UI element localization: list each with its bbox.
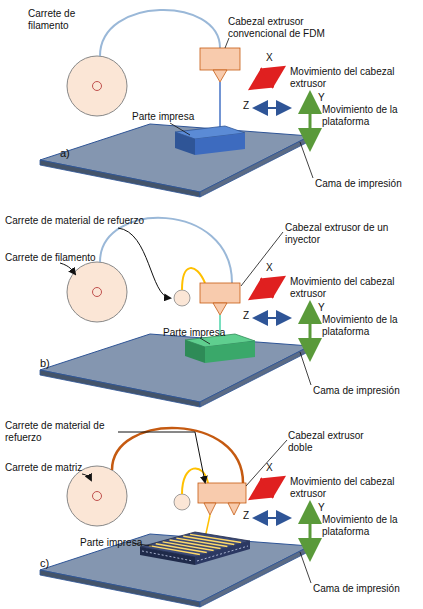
panel-a-part [300,142,313,178]
panel-a-part [219,82,221,131]
panel-a-part [213,70,227,82]
fiber-stripe [190,534,241,542]
composite-part-part [197,546,248,561]
panel-b [40,218,311,407]
callout-label: Movimiento de la plataforma [322,514,418,537]
panel-c-part [174,494,190,510]
callout-label: a) [60,147,70,160]
callout-label: Movimiento del cabezal extrusor [290,66,415,89]
panel-a-part [40,124,310,197]
composite-part [140,532,250,565]
callout-label: Carrete de material de refuerzo [5,420,135,443]
panel-a-part [175,132,195,155]
callout-label: Y [318,502,325,514]
panel-b-part [60,263,75,274]
callout-label: Z [243,510,249,522]
callout-label: Cabezal extrusor doble [288,430,368,453]
callout-label: Cabezal extrusor convencional de FDM [228,16,338,39]
panel-b-part-part [40,334,310,407]
panel-b-part [205,341,255,363]
callout-label: Parte impresa [80,537,142,549]
panel-c-part [246,440,287,486]
composite-part-part [195,541,250,565]
panel-c [40,428,311,607]
panel-a-part [200,48,240,70]
panel-b-part [200,283,240,303]
callout-label: c) [40,557,49,570]
callout-label: Cama de impresión [313,583,400,595]
panel-a-part [195,133,245,155]
panel-c-part [300,552,311,583]
callout-label: X [266,262,273,274]
panel-b-part [200,338,210,344]
callout-label: Z [243,310,249,322]
callout-label: Parte impresa [163,327,225,339]
panel-b-part [241,232,283,286]
panel-b-part [213,303,227,315]
callout-label: Carrete de filamento [28,8,108,31]
callout-label: Carrete de filamento [5,252,96,264]
callout-label: Cabezal extrusor de un inyector [285,222,405,245]
callout-label: Movimiento del cabezal extrusor [290,476,415,499]
panel-a-part [225,38,229,48]
composite-part-part [142,551,193,561]
callout-label: X [266,52,273,64]
panel-a-part [67,56,127,116]
panel-c-part [82,474,91,480]
callout-label: Y [318,92,325,104]
callout-label: X [266,462,273,474]
panel-b-part [174,290,190,306]
panel-c-part [204,503,216,515]
callout-label: Cama de impresión [315,178,402,190]
panel-c-part [198,483,246,503]
panel-c-part [228,503,240,515]
callout-label: Movimiento del cabezal extrusor [290,276,415,299]
panel-c-part [112,428,243,483]
callout-label: Z [243,100,249,112]
panel-b-part [185,340,205,363]
callout-label: Y [318,302,325,314]
callout-label: Movimiento de la plataforma [322,104,418,127]
panel-b-part [100,218,232,283]
panel-b-part [118,228,170,298]
callout-label: Carrete de material de refuerzo [5,215,144,227]
callout-label: Carrete de matriz [5,462,82,474]
panel-b-part [67,262,127,322]
panel-c-part [67,466,127,526]
callout-label: b) [40,357,50,370]
composite-part-part [149,534,241,554]
panel-a-part [170,123,190,135]
callout-label: Cama de impresión [313,385,400,397]
panel-c-part [118,432,205,482]
panel-b-part [300,352,311,385]
callout-label: Parte impresa [132,111,194,123]
callout-label: Movimiento de la plataforma [322,314,418,337]
